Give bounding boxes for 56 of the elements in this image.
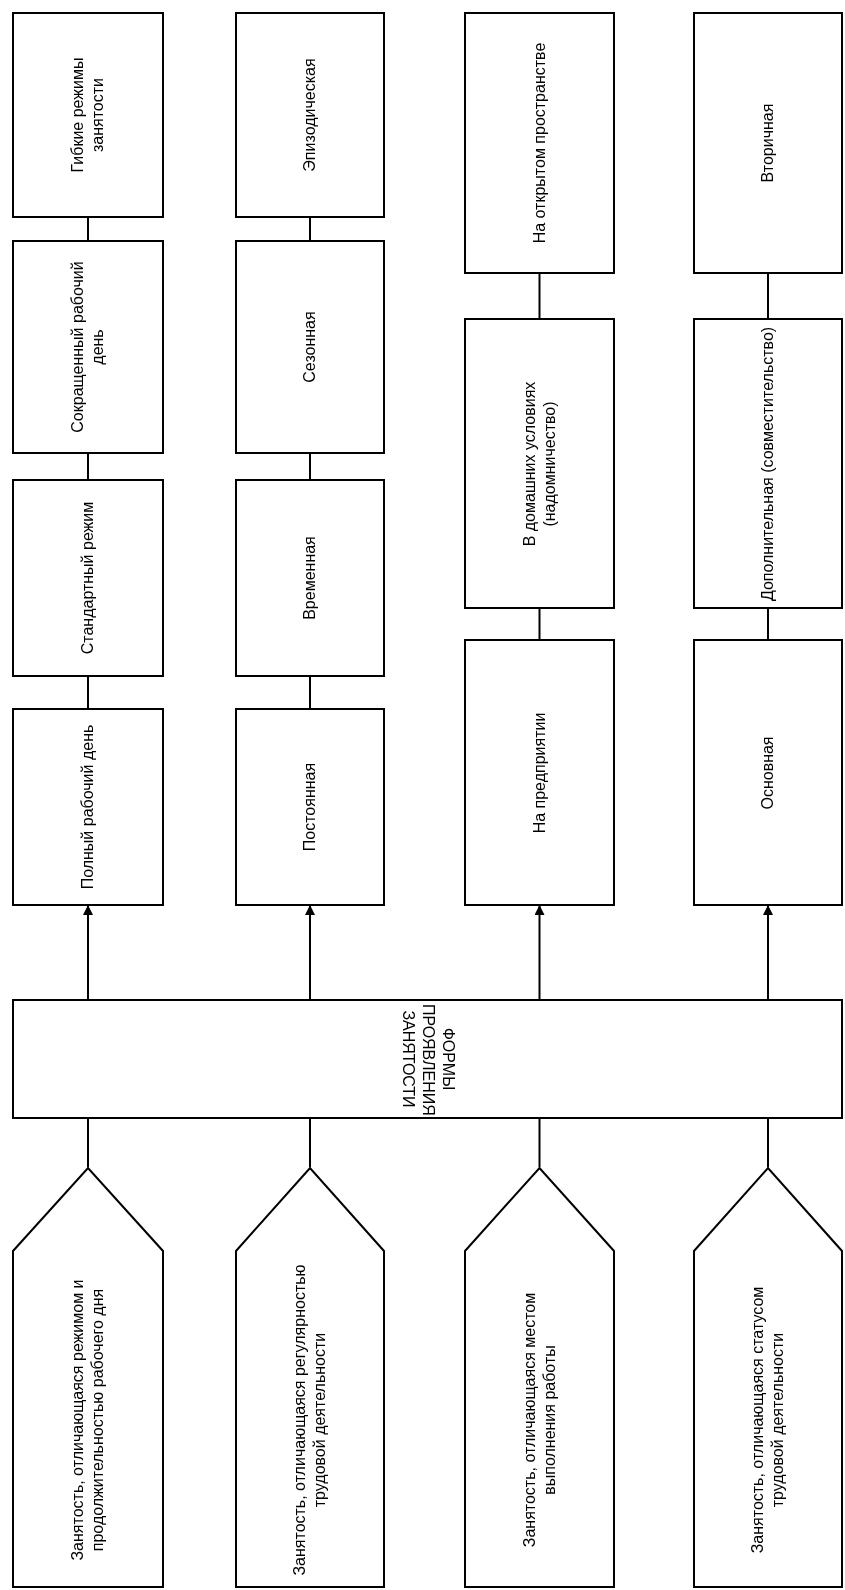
process-box — [235, 240, 385, 454]
connector-line — [767, 608, 769, 640]
box-label: На предприятии — [529, 711, 549, 835]
box-label: Гибкие режимы занятости — [68, 56, 107, 175]
pentagon-box — [693, 1167, 843, 1588]
process-box — [12, 479, 164, 677]
process-box — [235, 708, 385, 906]
connector-line — [87, 217, 89, 241]
category-text: Занятость, отличающаяся регулярностью трудовой деятельности — [290, 1262, 329, 1578]
connector-line — [309, 217, 311, 241]
box-label: В домашних условиях (надомничество) — [519, 380, 559, 548]
pentagon-box — [235, 1167, 385, 1588]
heading-band — [12, 999, 843, 1119]
connector-line — [87, 453, 89, 480]
box-label: Основная — [758, 734, 777, 812]
process-box — [693, 12, 843, 274]
box-label: Постоянная — [300, 761, 319, 854]
arrow — [763, 905, 773, 1000]
box-label: Сокращенный рабочий день — [68, 260, 107, 435]
connector-line — [309, 1118, 311, 1168]
connector-line — [87, 676, 89, 709]
category-text: Занятость, отличающаяся местом выполнения работы — [519, 1291, 559, 1549]
box-label: Вторичная — [758, 102, 777, 185]
process-box — [693, 639, 843, 906]
process-box — [464, 12, 615, 274]
connector-line — [309, 453, 311, 480]
connector-line — [767, 1118, 769, 1168]
arrow — [305, 905, 315, 1000]
connector-line — [538, 273, 541, 319]
box-label: На открытом пространстве — [529, 41, 549, 246]
process-box — [12, 12, 164, 218]
process-box — [12, 708, 164, 906]
connector-line — [767, 273, 769, 319]
box-label: Сезонная — [300, 310, 319, 385]
connector-line — [87, 1118, 89, 1168]
process-box — [464, 318, 615, 609]
connector-line — [538, 608, 541, 640]
arrow — [83, 905, 93, 1000]
connector-line — [538, 1118, 541, 1168]
heading-text: ФОРМЫ ПРОЯВЛЕНИЯ ЗАНЯТОСТИ — [398, 1004, 458, 1114]
process-box — [235, 12, 385, 218]
arrow — [534, 905, 545, 1000]
process-box — [12, 240, 164, 454]
box-label: Дополнительная (совместительство) — [758, 326, 777, 601]
process-box — [693, 318, 843, 609]
category-text: Занятость, отличающаяся режимом и продолжительностью рабочего дня — [68, 1277, 107, 1563]
box-label: Стандартный режим — [78, 500, 97, 657]
process-box — [464, 639, 615, 906]
box-label: Эпизодическая — [300, 57, 319, 174]
connector-line — [309, 676, 311, 709]
box-label: Полный рабочий день — [78, 723, 97, 892]
process-box — [235, 479, 385, 677]
pentagon-box — [464, 1167, 615, 1588]
category-text: Занятость, отличающаяся статусом трудовой деятельности — [748, 1285, 787, 1555]
pentagon-box — [12, 1167, 164, 1588]
box-label: Временная — [300, 535, 319, 622]
